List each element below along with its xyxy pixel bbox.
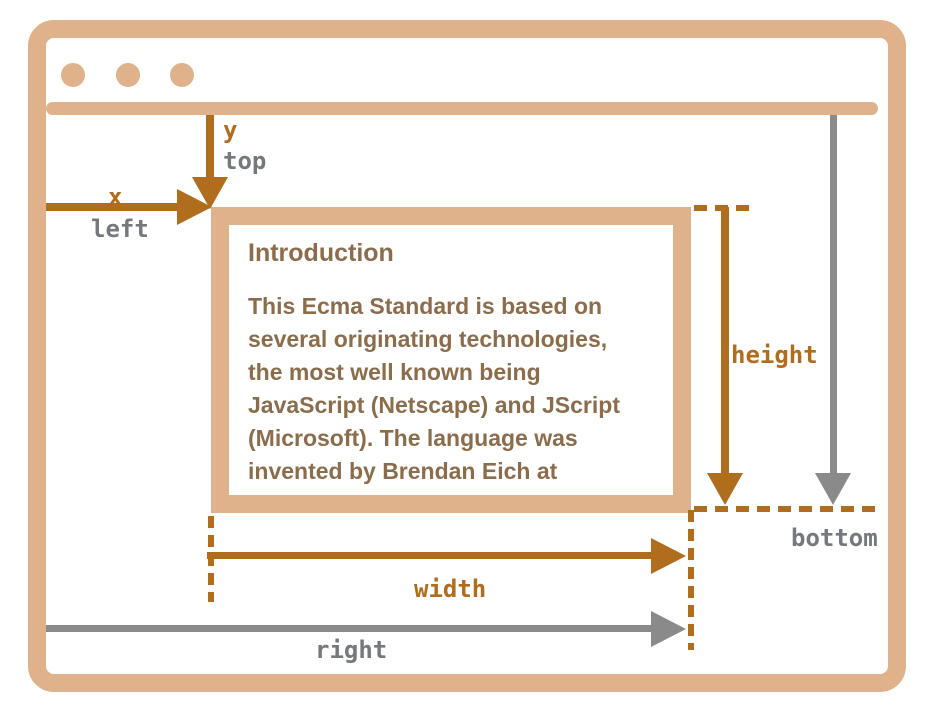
dashed-guide-bottom <box>694 506 882 512</box>
label-left: left <box>91 215 149 243</box>
window-dot-icon <box>61 63 85 87</box>
y-arrow-line <box>206 115 214 178</box>
bottom-arrow-line <box>830 115 837 473</box>
url-bar <box>46 102 878 115</box>
height-arrowhead-icon <box>707 473 743 505</box>
right-arrowhead-icon <box>651 611 686 647</box>
height-arrow-line <box>721 207 729 473</box>
window-dot-icon <box>170 63 194 87</box>
label-top: top <box>223 147 267 175</box>
x-arrow-line <box>46 203 179 211</box>
label-bottom: bottom <box>791 524 878 552</box>
width-arrow-line <box>207 552 652 559</box>
dashed-guide-right <box>688 510 694 650</box>
label-right: right <box>315 636 388 664</box>
label-x: x <box>108 183 123 211</box>
width-arrowhead-icon <box>651 538 686 574</box>
label-height: height <box>731 341 818 369</box>
element-box: Introduction This Ecma Standard is based… <box>211 207 691 513</box>
label-width: width <box>414 575 487 603</box>
dashed-guide-left <box>208 516 214 602</box>
element-box-paragraph: This Ecma Standard is based on several o… <box>248 293 620 484</box>
right-arrow-line <box>46 625 652 632</box>
bottom-arrowhead-icon <box>815 473 851 505</box>
window-dot-icon <box>116 63 140 87</box>
x-arrowhead-icon <box>177 189 212 225</box>
label-y: y <box>223 116 238 144</box>
element-box-heading: Introduction <box>248 239 394 267</box>
